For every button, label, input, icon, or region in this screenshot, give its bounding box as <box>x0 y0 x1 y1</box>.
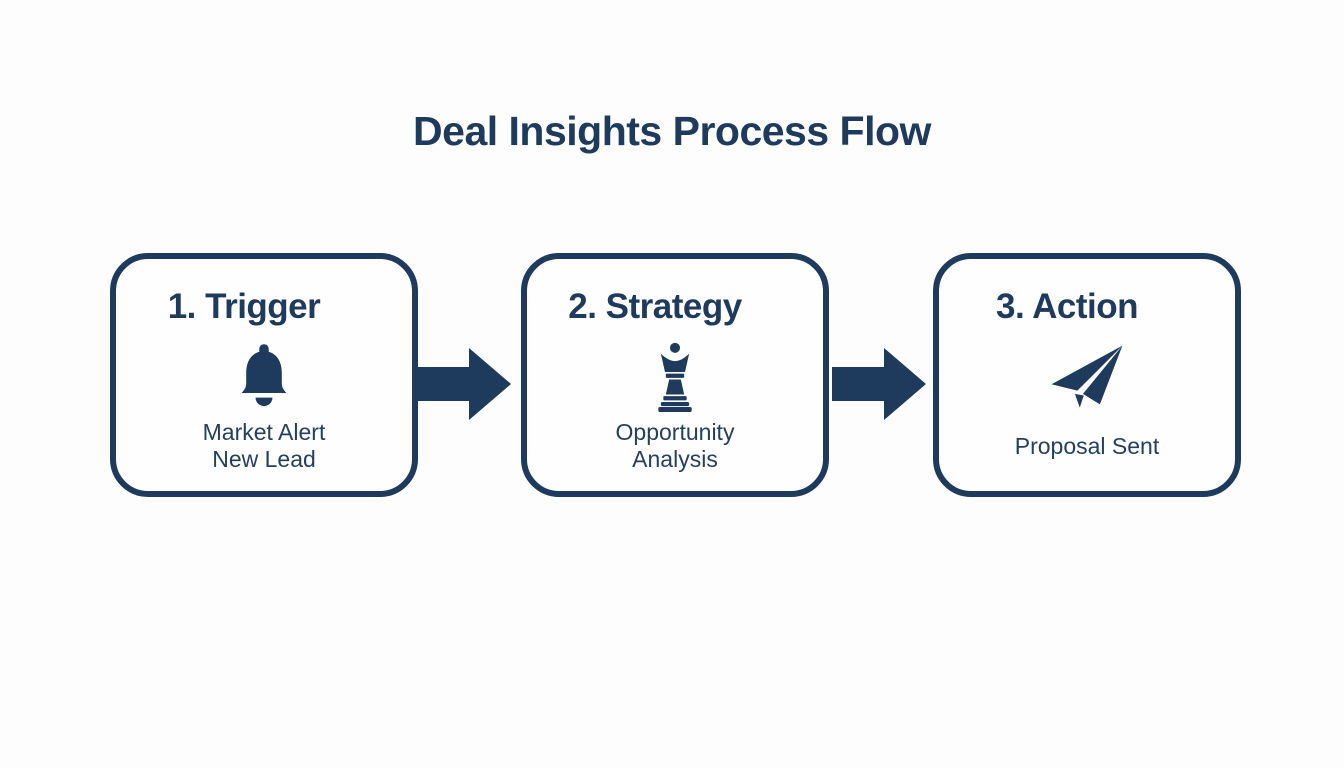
arrow-right-icon <box>832 348 926 420</box>
step-heading: 1. Trigger <box>167 287 321 326</box>
step-heading: 3. Action <box>996 287 1139 326</box>
step-description-line: Opportunity <box>615 419 735 445</box>
step-box-action: 3. Action Proposal Sent <box>933 253 1241 497</box>
chess-queen-icon <box>650 341 700 413</box>
step-box-strategy: 2. Strategy Opportunity Analysis <box>521 253 829 497</box>
step-box-trigger: 1. Trigger Market Alert New Lead <box>110 253 418 497</box>
step-description-line: New Lead <box>212 446 316 472</box>
paper-plane-icon <box>1047 341 1127 413</box>
step-description: Market Alert New Lead <box>203 413 326 473</box>
step-description-line: Market Alert <box>202 419 326 445</box>
step-heading: 2. Strategy <box>568 287 742 326</box>
step-description: Proposal Sent <box>1015 413 1159 473</box>
arrow-right-icon <box>417 348 511 420</box>
step-description-line: Proposal Sent <box>1014 432 1160 459</box>
bell-icon <box>234 341 294 413</box>
step-description-line: Analysis <box>632 446 718 472</box>
step-description: Opportunity Analysis <box>616 413 735 473</box>
page-title: Deal Insights Process Flow <box>413 108 931 154</box>
